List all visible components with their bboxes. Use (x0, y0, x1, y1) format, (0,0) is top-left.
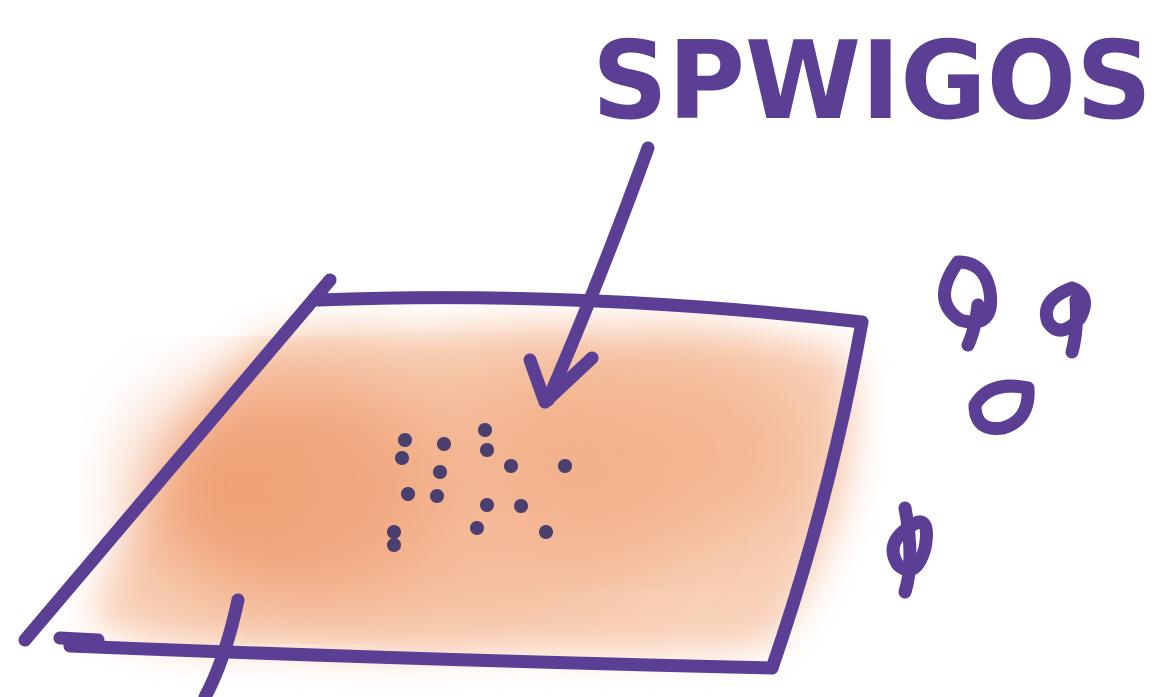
annotation-label: SPWIGOS (592, 19, 1152, 144)
dot (387, 538, 401, 552)
dot (395, 451, 409, 465)
dot (480, 443, 494, 457)
plane-left-edge (18, 273, 337, 647)
plane-bottom-left-corner (53, 631, 105, 647)
arrow-down-left-icon (523, 141, 655, 409)
dot (433, 465, 447, 479)
dot (539, 525, 553, 539)
dot (478, 423, 492, 437)
dot (437, 437, 451, 451)
pointer-line-bottom (198, 593, 245, 697)
orange-wash (90, 325, 854, 655)
dot (470, 521, 484, 535)
loop-shape-bottom (886, 501, 933, 599)
dot (398, 433, 412, 447)
arrow-head-right (538, 351, 599, 409)
arrow-shaft (541, 141, 655, 407)
dot (401, 487, 415, 501)
dot (387, 525, 401, 539)
loop-glyph-icon (886, 255, 1091, 599)
dot (558, 459, 572, 473)
dot (480, 498, 494, 512)
arrow-head-left (523, 353, 552, 409)
dot (504, 459, 518, 473)
loop-shape-top (938, 255, 998, 352)
wash-core-center (270, 380, 670, 620)
dot (430, 489, 444, 503)
dot (514, 499, 528, 513)
plane-bottom-edge (63, 639, 779, 675)
loop-shape-right (1040, 281, 1091, 359)
plane-right-edge (765, 315, 869, 675)
loop-shape-middle (968, 379, 1035, 435)
dot-cluster (387, 423, 572, 552)
